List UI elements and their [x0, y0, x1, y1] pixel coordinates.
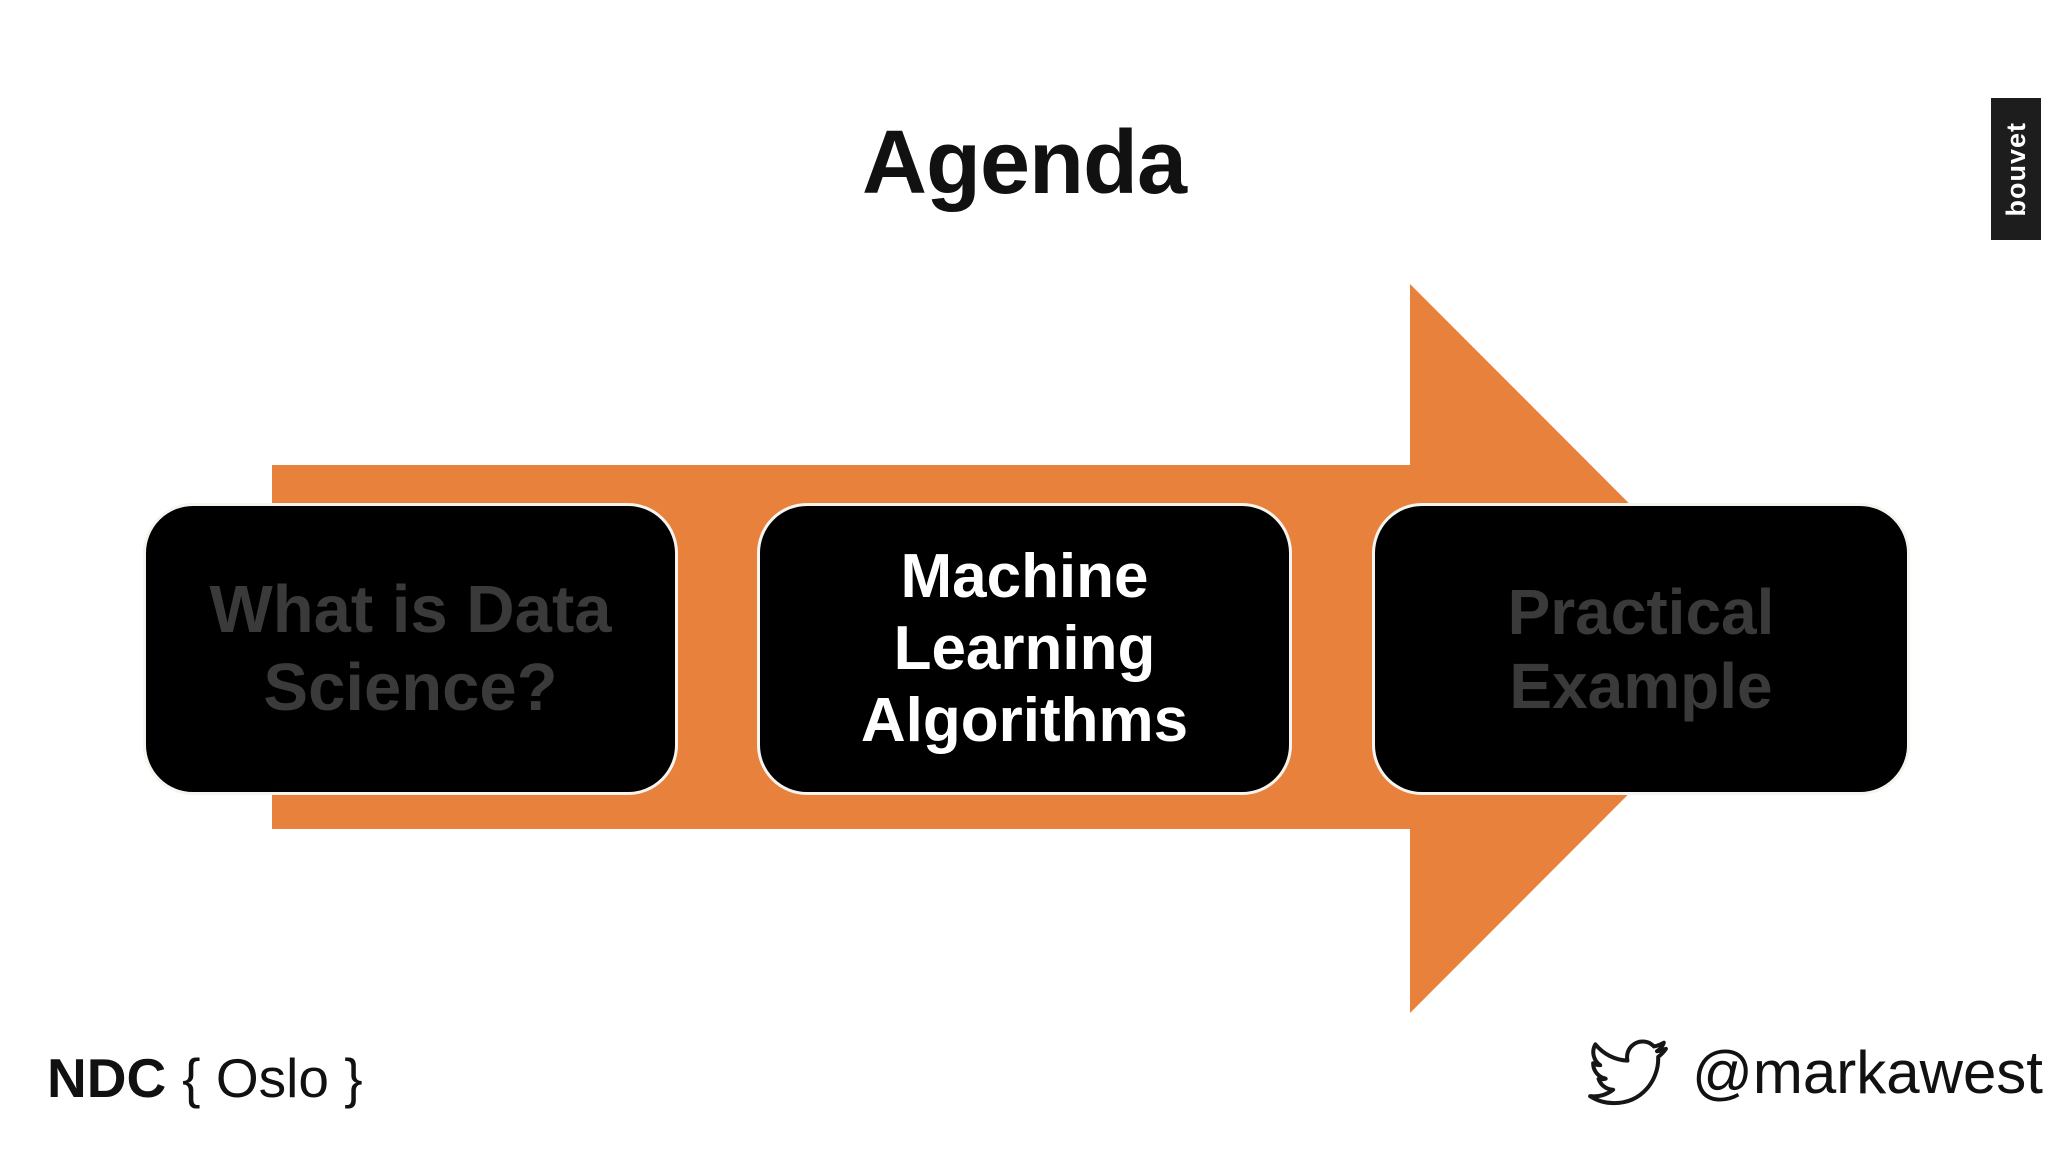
bouvet-logo: bouvet: [1991, 98, 2041, 240]
agenda-item-label: Machine Learning Algorithms: [860, 542, 1189, 755]
ndc-logo-text: NDC: [47, 1047, 167, 1109]
agenda-item-what-is-data-science: What is Data Science?: [143, 503, 678, 795]
twitter-attribution: @markawest: [1586, 1038, 2043, 1107]
bouvet-logo-text: bouvet: [2000, 121, 2031, 217]
twitter-bird-icon: [1588, 1039, 1668, 1106]
agenda-item-label: What is Data Science?: [209, 572, 612, 725]
ndc-location-text: { Oslo }: [182, 1047, 363, 1109]
slide-title: Agenda: [861, 113, 1187, 213]
event-branding: NDC { Oslo }: [47, 1051, 363, 1106]
twitter-handle: @markawest: [1692, 1038, 2043, 1106]
agenda-item-practical-example: Practical Example: [1372, 503, 1910, 795]
agenda-item-machine-learning-algorithms: Machine Learning Algorithms: [757, 503, 1292, 795]
agenda-item-label: Practical Example: [1507, 575, 1775, 722]
